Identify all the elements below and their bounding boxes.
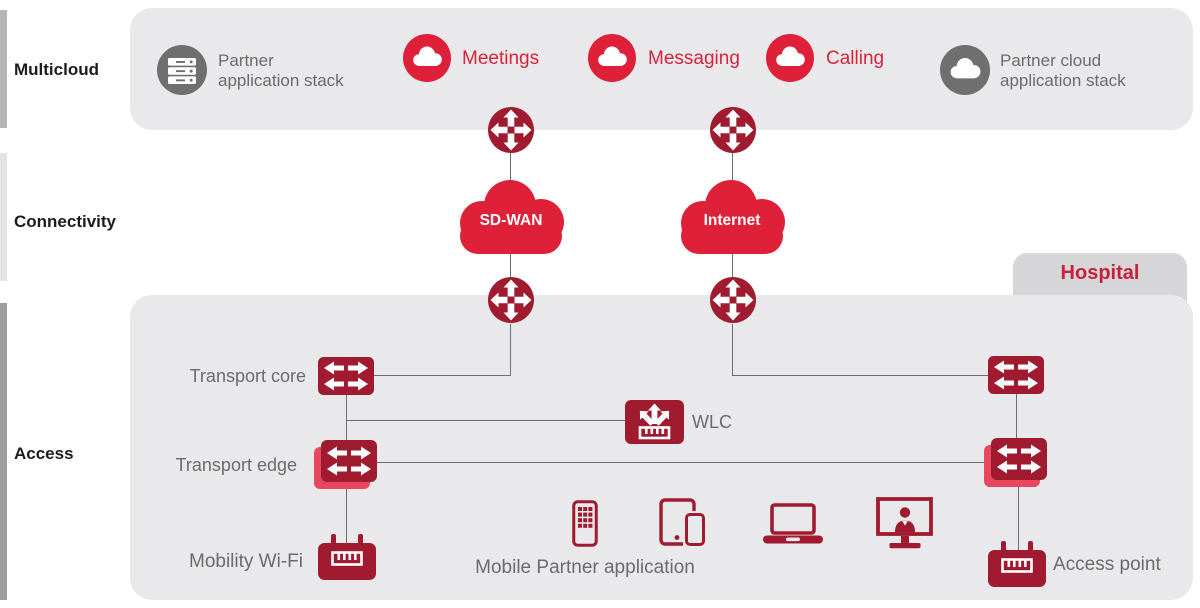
switch-icon-right-edge <box>983 438 1047 488</box>
meetings-label: Meetings <box>462 48 540 69</box>
calling-label: Calling <box>826 48 885 69</box>
connector-internet-drop <box>732 324 733 376</box>
laptop-icon <box>763 503 823 544</box>
router-icon-internet-top <box>709 106 757 154</box>
hospital-label: Hospital <box>1060 262 1140 284</box>
connector-right-core-to-edge <box>1016 394 1017 441</box>
partner-application-stack-label: Partner application stack <box>218 51 344 90</box>
calling-cloud-icon <box>766 34 814 82</box>
access-point-label: Access point <box>1053 554 1161 575</box>
layer-label-multicloud: Multicloud <box>14 60 99 79</box>
mobility-wifi-ap-icon <box>318 534 376 580</box>
layer-label-connectivity: Connectivity <box>14 212 117 231</box>
multicloud-band <box>130 8 1193 130</box>
connector-core-to-edge <box>346 395 347 443</box>
switch-icon-right-core <box>988 356 1044 394</box>
connector-core-to-sdwan <box>373 375 511 376</box>
internet-cloud: Internet <box>671 176 793 254</box>
partner-application-stack-icon <box>157 45 207 95</box>
multicloud-rail <box>0 10 7 128</box>
layer-label-access: Access <box>14 444 74 463</box>
router-icon-sdwan-top <box>487 106 535 154</box>
connector-right-edge-to-ap <box>1018 482 1019 551</box>
internet-label: Internet <box>703 212 761 229</box>
connector-edge-to-wifi <box>346 484 347 550</box>
partner-cloud-stack-label: Partner cloud application stack <box>1000 51 1126 90</box>
router-icon-internet-bottom <box>709 276 757 324</box>
access-rail <box>0 303 7 600</box>
sdwan-label: SD-WAN <box>479 212 543 229</box>
mobile-partner-application-label: Mobile Partner application <box>475 557 695 578</box>
tablet-phone-icon <box>659 498 707 548</box>
connector-edge-to-right-edge <box>376 462 990 463</box>
router-icon-sdwan-bottom <box>487 276 535 324</box>
partner-cloud-stack-icon <box>940 45 990 95</box>
mobility-wifi-label: Mobility Wi-Fi <box>189 551 303 572</box>
video-endpoint-icon <box>876 497 933 549</box>
switch-icon-transport-edge <box>313 440 377 490</box>
messaging-cloud-icon <box>588 34 636 82</box>
meetings-cloud-icon <box>403 34 451 82</box>
wlc-label: WLC <box>692 412 732 432</box>
switch-icon-transport-core <box>318 357 374 395</box>
connector-sdwan-drop <box>510 324 511 376</box>
connector-internet-to-right-core <box>732 375 988 376</box>
mobile-phone-icon <box>572 500 598 547</box>
connector-to-wlc <box>347 420 625 421</box>
connectivity-rail <box>0 153 7 281</box>
access-point-icon <box>988 541 1046 587</box>
transport-core-label: Transport core <box>189 366 306 386</box>
messaging-label: Messaging <box>648 48 740 69</box>
sdwan-cloud: SD-WAN <box>450 176 572 254</box>
transport-edge-label: Transport edge <box>175 455 297 475</box>
wlc-icon <box>625 400 684 444</box>
